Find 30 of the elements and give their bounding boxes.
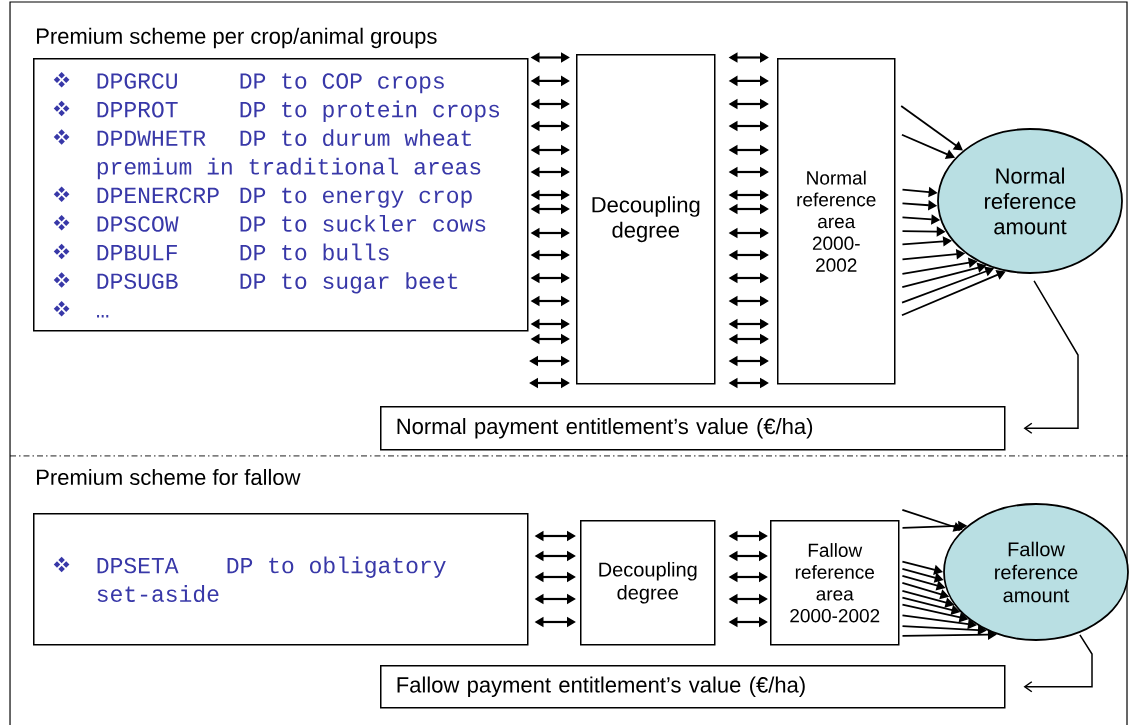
node-label: DP to sugar beet	[240, 272, 458, 294]
text-box: Decoupling degree	[576, 54, 716, 385]
list-item: DPBULF DP to bulls	[97, 243, 389, 261]
arrow	[1023, 280, 1079, 434]
list-item: DPPROT DP to protein crops	[97, 100, 500, 122]
node-label: DPBULF	[97, 245, 177, 261]
text-box: Fallow reference area 2000-2002	[770, 520, 900, 646]
arrow	[900, 105, 963, 151]
node-label: DPPROT	[97, 101, 178, 118]
node-label: DPSCOW	[97, 216, 179, 232]
node-label: DP to protein crops	[240, 100, 500, 122]
heading: Premium scheme per crop/animal groups	[37, 27, 437, 49]
list-item: DPSCOW DP to suckler cows	[97, 214, 486, 232]
node-label: DP to bulls	[240, 243, 389, 261]
result-box: Fallow payment entitlement’s value (€/ha)	[380, 665, 1006, 709]
result-box: Normal payment entitlement’s value (€/ha)	[380, 406, 1006, 451]
node-label: DPGRCU	[97, 73, 177, 89]
heading: Premium scheme for fallow	[37, 468, 301, 486]
arrow	[1023, 634, 1093, 693]
node-label: DPSUGB	[97, 273, 178, 290]
list-item: …	[97, 314, 109, 318]
node-label: DP to suckler cows	[240, 214, 486, 232]
list-item: DPSETA DP to obligatory set-aside	[97, 556, 446, 603]
list-item: DPGRCU DP to COP crops	[97, 73, 444, 94]
list-item: DPSUGB DP to sugar beet	[97, 272, 458, 294]
text-box: Normal reference area 2000-2002	[777, 58, 896, 385]
list-item: DPENERCRP DP to energy crop	[97, 187, 472, 208]
text-box: Decoupling degree	[580, 520, 716, 646]
list-item: DPDWHETR DP to durum wheat premium in traditional areas	[97, 129, 481, 180]
node-label: DP to COP crops	[240, 73, 444, 94]
